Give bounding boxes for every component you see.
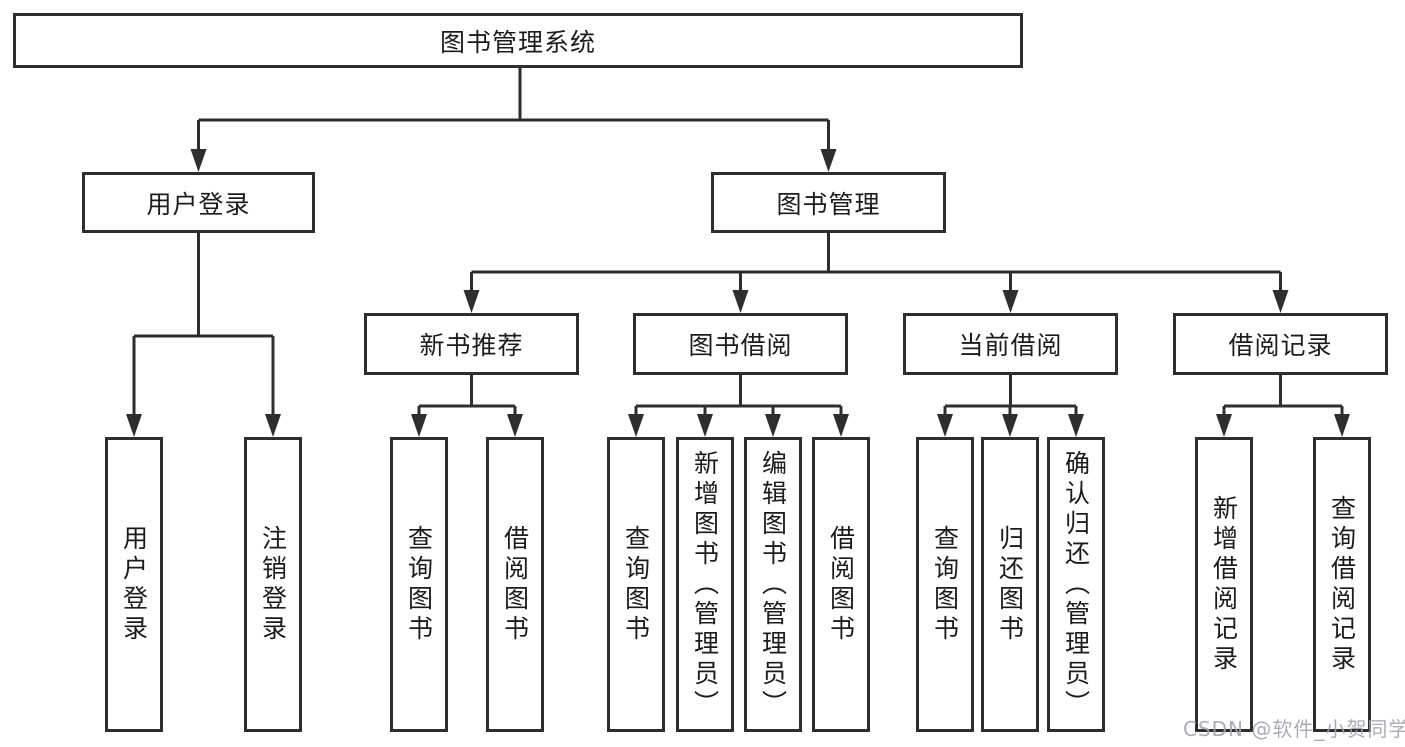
- arrowhead: [1068, 414, 1084, 437]
- node-leaf-add-borrow-record: 新增借阅记录: [1195, 437, 1253, 732]
- connector-new-book-recommend: [417, 375, 517, 415]
- arrowhead: [732, 290, 749, 313]
- node-leaf-query-books-borrow: 查询图书: [607, 437, 665, 732]
- node-leaf-add-books-admin: 新增图书（管理员）: [676, 437, 734, 732]
- arrowhead: [1216, 414, 1232, 437]
- node-user-login: 用户登录: [82, 172, 315, 233]
- arrowhead: [411, 414, 427, 437]
- node-leaf-logout: 注销登录: [244, 437, 302, 732]
- connector-borrow-records: [1222, 375, 1344, 415]
- connector-book-management: [470, 233, 1282, 291]
- node-current-borrow: 当前借阅: [903, 313, 1118, 375]
- arrowhead: [463, 290, 480, 313]
- connector-current-borrow: [943, 375, 1078, 415]
- node-book-management: 图书管理: [711, 172, 946, 233]
- arrowhead: [1002, 290, 1019, 313]
- node-leaf-query-borrow-record: 查询借阅记录: [1313, 437, 1371, 732]
- node-leaf-query-books-recommend: 查询图书: [390, 437, 448, 732]
- connector-root-to-level2: [197, 68, 830, 150]
- node-book-borrow: 图书借阅: [633, 313, 848, 375]
- connector-user-login: [132, 233, 275, 415]
- arrowhead: [697, 414, 713, 437]
- node-leaf-borrow-books: 借阅图书: [812, 437, 870, 732]
- arrowhead: [126, 414, 142, 437]
- arrowhead: [1002, 414, 1018, 437]
- arrowheads: [126, 149, 1350, 437]
- node-leaf-borrow-books-recommend: 借阅图书: [486, 437, 544, 732]
- node-root: 图书管理系统: [13, 13, 1023, 68]
- arrowhead: [833, 414, 849, 437]
- node-leaf-user-login: 用户登录: [105, 437, 163, 732]
- arrowhead: [265, 414, 281, 437]
- arrowhead: [820, 149, 837, 172]
- arrowhead: [1272, 290, 1289, 313]
- connector-book-borrow: [634, 375, 843, 415]
- arrowhead: [1334, 414, 1350, 437]
- node-leaf-edit-books-admin: 编辑图书（管理员）: [744, 437, 802, 732]
- arrowhead: [507, 414, 523, 437]
- node-new-book-recommend: 新书推荐: [364, 313, 579, 375]
- arrowhead: [190, 149, 207, 172]
- arrowhead: [765, 414, 781, 437]
- node-leaf-confirm-return-admin: 确认归还（管理员）: [1047, 437, 1105, 732]
- node-leaf-query-books-current: 查询图书: [916, 437, 974, 732]
- arrowhead: [628, 414, 644, 437]
- node-borrow-records: 借阅记录: [1173, 313, 1388, 375]
- csdn-watermark: CSDN @软件_小贺同学: [1183, 717, 1405, 741]
- node-leaf-return-books: 归还图书: [981, 437, 1039, 732]
- arrowhead: [937, 414, 953, 437]
